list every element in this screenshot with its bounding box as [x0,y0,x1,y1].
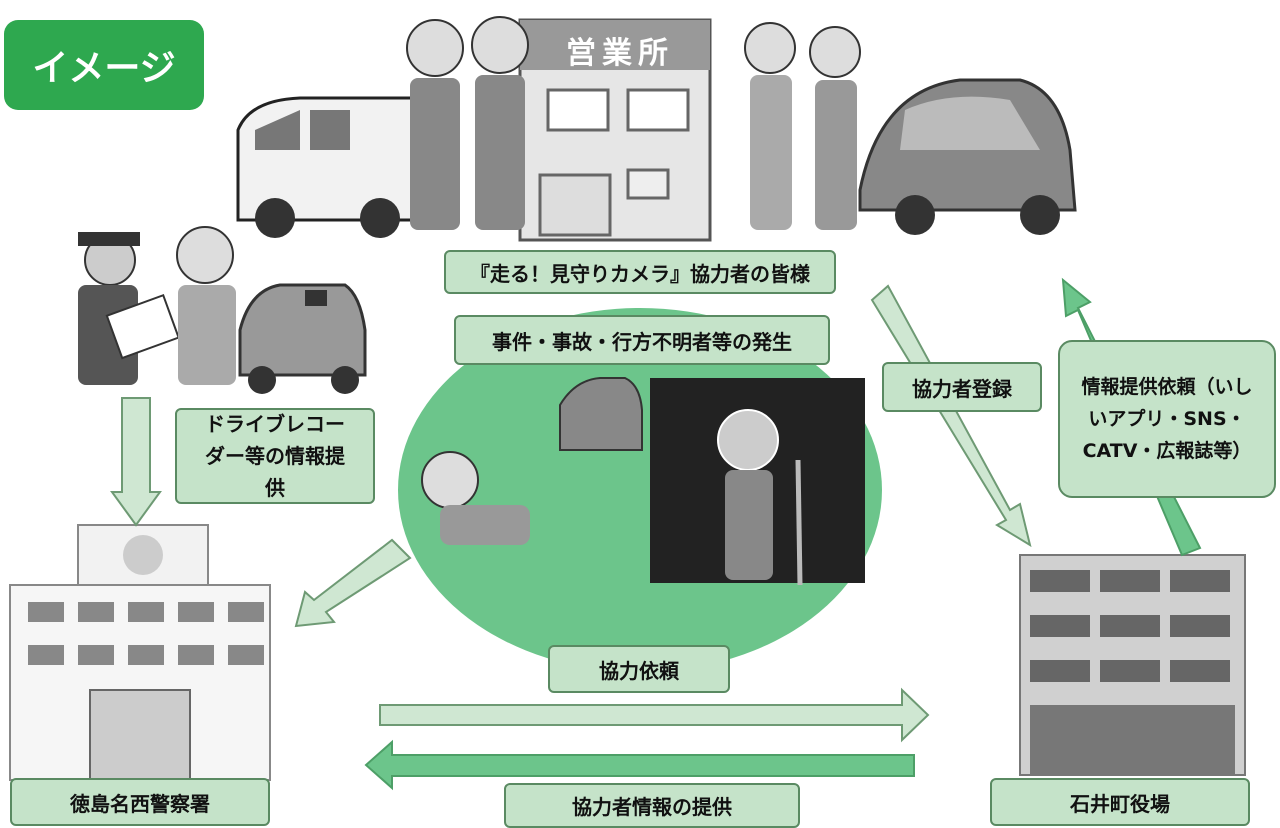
police-interview-illustration [78,226,367,394]
incident-scene [421,377,865,586]
cooperators-label: 『走る！見守りカメラ』協力者の皆様 [444,250,836,294]
image-badge: イメージ [4,20,204,110]
arrow-diag-registration [870,284,1032,548]
cooperation-request-label: 協力依頼 [548,645,730,693]
arrow-diag-to-police [294,538,412,628]
arrow-left [364,739,915,791]
elderly-couple [744,22,861,230]
incident-label: 事件・事故・行方不明者等の発生 [454,315,830,365]
town-office-label: 石井町役場 [990,778,1250,826]
car-illustration [858,78,1077,235]
staff-people [406,16,529,230]
town-office-building [1019,554,1246,776]
arrow-down-left [110,397,162,527]
registration-label: 協力者登録 [882,362,1042,412]
sales-office-sign: 営業所 [566,36,674,71]
sales-office-building [518,18,712,242]
drive-recorder-label: ドライブレコーダー等の情報提供 [175,408,375,504]
provide-info-label: 協力者情報の提供 [504,783,800,828]
info-request-label: 情報提供依頼（いしいアプリ・SNS・CATV・広報誌等） [1058,340,1276,498]
police-station-label: 徳島名西警察署 [10,778,270,826]
police-station-building [9,524,271,781]
arrow-right [379,687,930,743]
van-illustration [236,96,422,238]
